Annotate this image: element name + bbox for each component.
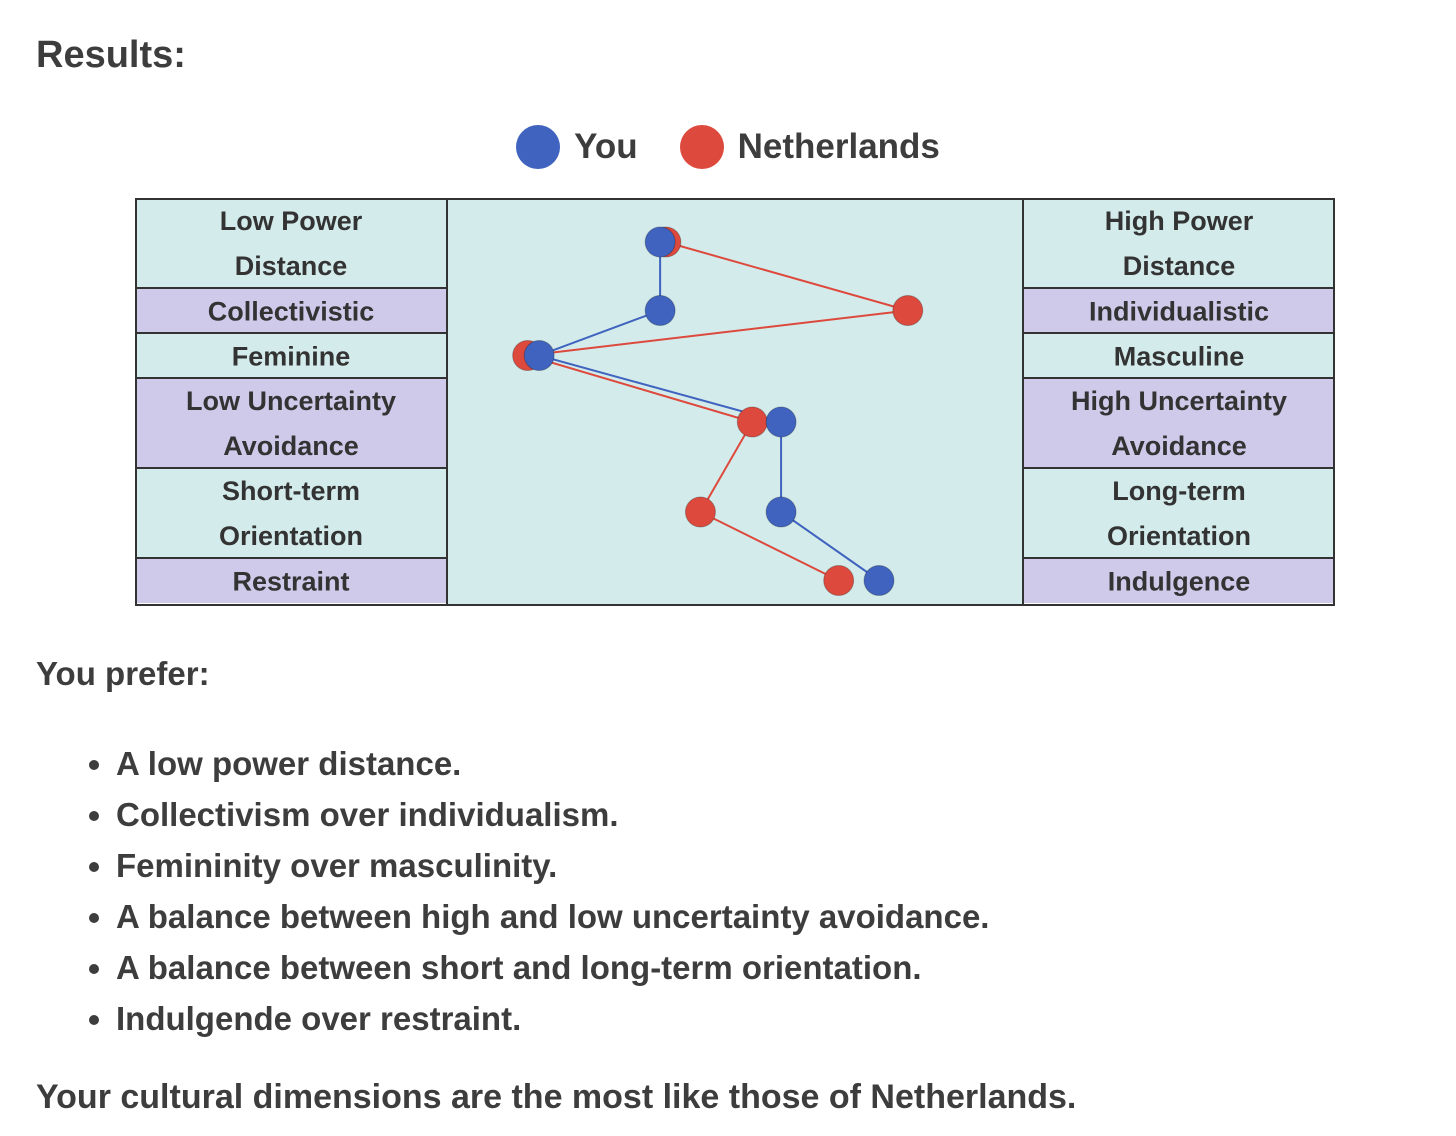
dim-label-high: High Power — [1105, 206, 1254, 236]
dim-label-low: Restraint — [232, 567, 349, 597]
dim-label-high: Long-term — [1112, 476, 1245, 506]
preference-item: A low power distance. — [116, 738, 989, 789]
legend-label-netherlands: Netherlands — [737, 127, 940, 166]
dim-label-low: Orientation — [219, 521, 363, 551]
data-point-you — [765, 406, 797, 438]
data-point-you — [644, 226, 676, 258]
row-cell-low — [135, 198, 447, 288]
chart-border — [135, 198, 1335, 606]
dim-label-low: Short-term — [222, 476, 360, 506]
legend-item-you: You — [516, 125, 638, 169]
prefer-heading: You prefer: — [36, 655, 210, 692]
dim-label-high: High Uncertainty — [1071, 386, 1287, 416]
data-point-netherlands — [684, 496, 716, 528]
dim-label-low: Low Power — [220, 206, 363, 236]
preference-item: A balance between short and long-term or… — [116, 942, 989, 993]
preference-list: A low power distance. Collectivism over … — [80, 738, 989, 1044]
dim-label-high: Avoidance — [1111, 431, 1247, 461]
data-point-you — [765, 496, 797, 528]
row-cell-low — [135, 558, 447, 603]
dim-label-low: Avoidance — [223, 431, 359, 461]
dim-label-low: Collectivistic — [208, 297, 375, 327]
data-point-you — [863, 565, 895, 596]
conclusion-text: Your cultural dimensions are the most li… — [36, 1078, 1077, 1116]
legend-marker-you — [516, 125, 561, 169]
legend-marker-netherlands — [679, 125, 724, 169]
dim-label-low: Low Uncertainty — [186, 386, 396, 416]
plot-area — [447, 198, 1023, 606]
data-point-you — [523, 340, 555, 371]
dim-label-low: Feminine — [232, 342, 351, 372]
data-point-netherlands — [736, 406, 768, 438]
legend-item-netherlands: Netherlands — [679, 125, 940, 169]
legend-label-you: You — [574, 127, 638, 166]
row-cell-high — [1023, 378, 1335, 468]
preference-item: Collectivism over individualism. — [116, 789, 989, 840]
data-point-you — [644, 295, 676, 326]
results-heading: Results: — [36, 34, 186, 76]
series-line-netherlands — [527, 241, 909, 582]
dim-label-high: Distance — [1123, 251, 1236, 281]
row-cell-high — [1023, 468, 1335, 558]
row-cell-high — [1023, 333, 1335, 378]
row-cell-high — [1023, 558, 1335, 603]
row-cell-low — [135, 378, 447, 468]
dim-label-high: Masculine — [1114, 342, 1245, 372]
dim-label-high: Individualistic — [1089, 297, 1269, 327]
preference-item: Femininity over masculinity. — [116, 840, 989, 891]
preference-item: A balance between high and low uncertain… — [116, 891, 989, 942]
data-point-netherlands — [823, 565, 855, 596]
chart-legend: You Netherlands — [0, 122, 1456, 172]
data-point-netherlands — [892, 295, 924, 326]
row-cell-low — [135, 468, 447, 558]
row-cell-high — [1023, 198, 1335, 288]
dim-label-high: Indulgence — [1108, 567, 1251, 597]
dim-label-high: Orientation — [1107, 521, 1251, 551]
row-cell-low — [135, 288, 447, 333]
row-cell-high — [1023, 288, 1335, 333]
row-cell-low — [135, 333, 447, 378]
dim-label-low: Distance — [235, 251, 348, 281]
preference-item: Indulgende over restraint. — [116, 993, 989, 1044]
